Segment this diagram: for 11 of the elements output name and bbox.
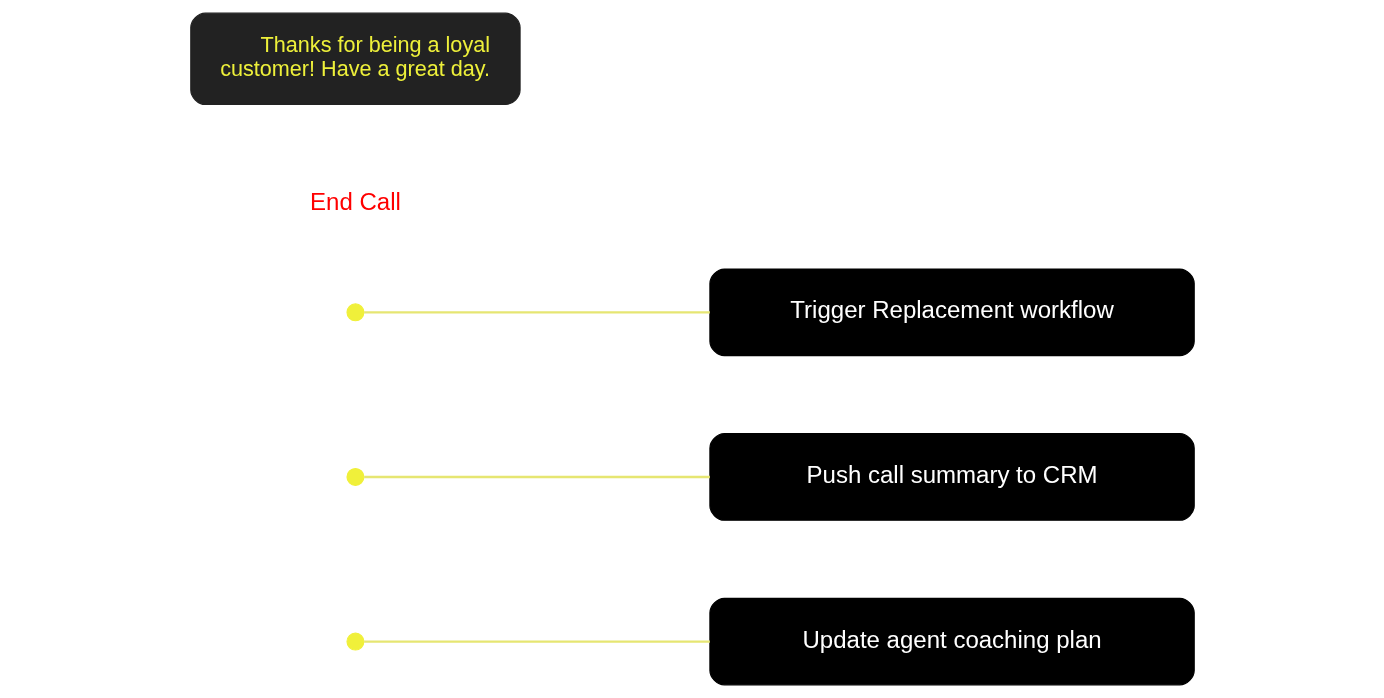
- connector: [363, 475, 710, 479]
- node-box: Update agent coaching plan: [708, 597, 1195, 686]
- node-circle: [345, 303, 364, 322]
- node-circle: [345, 632, 364, 651]
- node-box: Thanks for being a loyal customer! Have a great day.: [189, 12, 521, 106]
- node-box: Trigger Replacement workflow: [708, 268, 1195, 357]
- node-box: Push call summary to CRM: [708, 433, 1195, 521]
- connector: [363, 311, 710, 314]
- label: End Call: [309, 188, 401, 216]
- node-circle: [345, 467, 364, 486]
- connector: [363, 640, 710, 643]
